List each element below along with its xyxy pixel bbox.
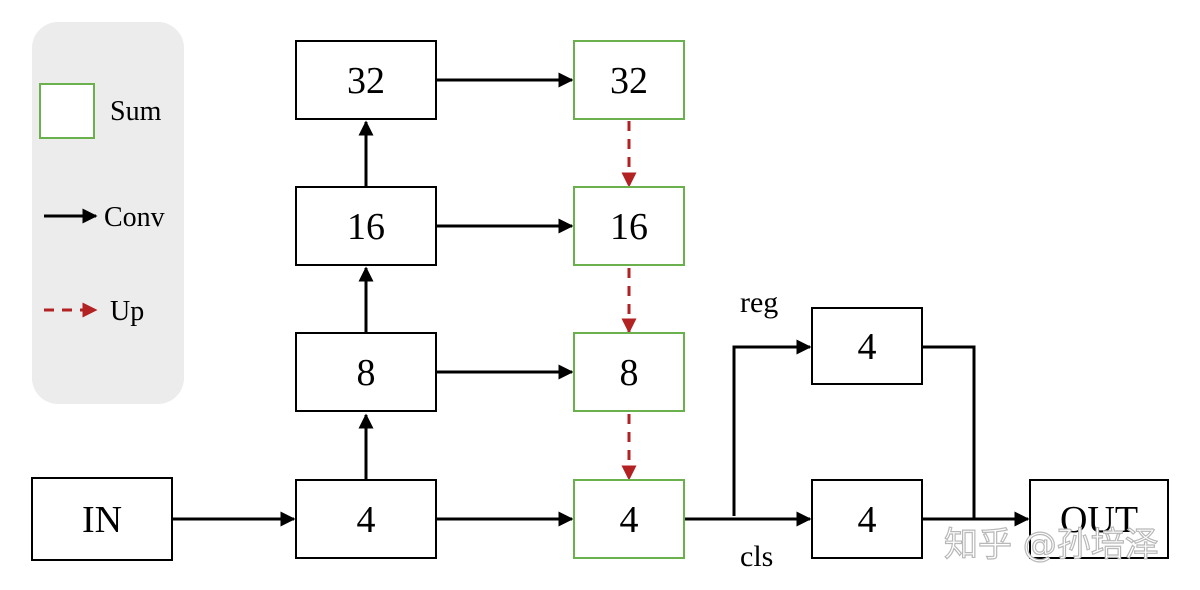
edge-sum4-to-reg4 [732,339,812,516]
edge-reg4-to-out [922,345,976,519]
node-sum-4: 4 [573,479,685,559]
node-input-label: IN [82,499,122,541]
cls-branch-label: cls [740,540,773,573]
conv-edges [172,72,1030,527]
node-sum-4-label: 4 [620,499,639,541]
node-down-32-label: 32 [347,60,385,102]
node-down-4: 4 [295,479,437,559]
watermark-text: 知乎 @孙培泽 [944,525,1159,565]
legend-sum-label: Sum [110,96,162,127]
node-cls-4-label: 4 [858,499,877,541]
legend-conv-label: Conv [104,202,165,233]
node-reg-4-label: 4 [858,326,877,368]
node-down-32: 32 [295,40,437,120]
node-down-16: 16 [295,186,437,266]
legend: Sum Conv Up [32,22,184,404]
node-sum-32: 32 [573,40,685,120]
node-cls-4: 4 [811,479,923,559]
node-reg-4: 4 [811,307,923,385]
node-input: IN [31,477,173,561]
node-down-4-label: 4 [357,499,376,541]
node-sum-8: 8 [573,332,685,412]
node-sum-8-label: 8 [620,352,639,394]
node-sum-16: 16 [573,186,685,266]
node-down-8-label: 8 [357,352,376,394]
node-down-16-label: 16 [347,206,385,248]
node-output-label: OUT [1060,499,1138,541]
node-sum-16-label: 16 [610,206,648,248]
reg-branch-label: reg [740,286,778,319]
legend-sum-swatch [39,83,95,139]
node-down-8: 8 [295,332,437,412]
legend-up-label: Up [110,296,144,327]
node-sum-32-label: 32 [610,60,648,102]
node-output: OUT [1029,479,1169,559]
